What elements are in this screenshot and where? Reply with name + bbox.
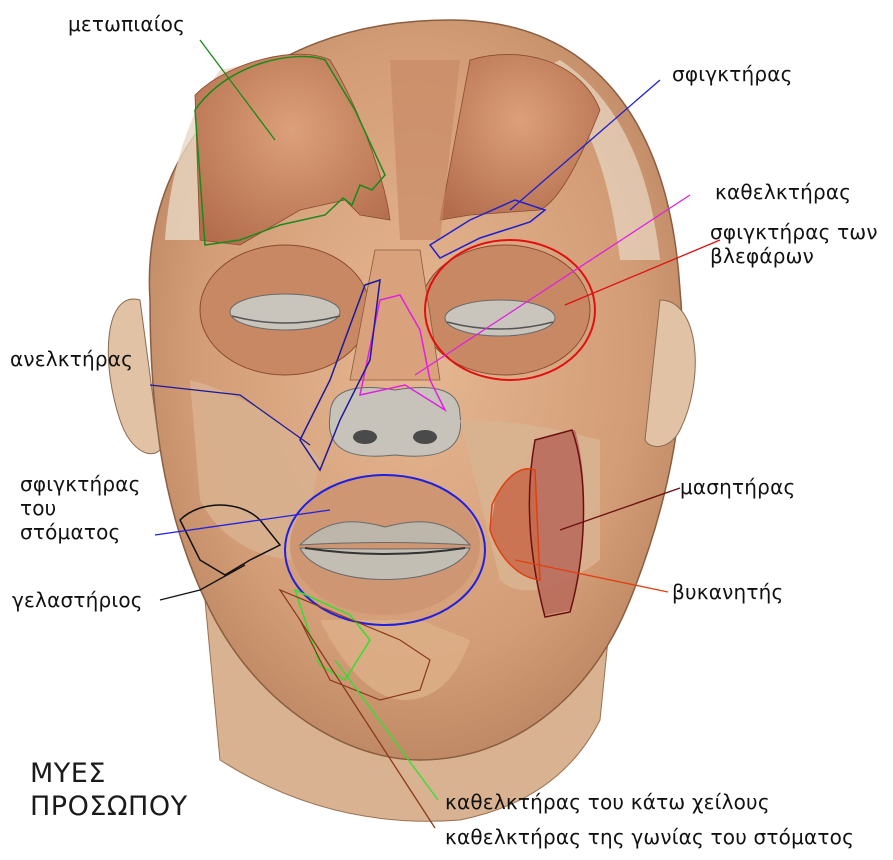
left-eyelid [230,294,340,330]
label-levator: ανελκτήρας [10,347,133,371]
label-mouth-line2: του [20,496,141,520]
label-mouth-line1: σφιγκτήρας [20,472,141,496]
title-line2: ΠΡΟΣΩΠΟΥ [30,790,188,823]
left-nostril [353,430,377,444]
label-sphincter-top: σφιγκτήρας [672,62,793,86]
label-mouth-sphincter: σφιγκτήρας του στόματος [20,472,141,544]
label-depressor: καθελκτήρας [715,180,851,204]
diagram-title: ΜΥΕΣ ΠΡΟΣΩΠΟΥ [30,757,188,823]
label-eyelid-line2: βλεφάρων [710,244,878,268]
right-nostril [413,430,437,444]
label-mouth-angle-depressor: καθελκτήρας της γωνίας του στόματος [445,825,854,849]
label-lower-lip-depressor: καθελκτήρας του κάτω χείλους [445,790,770,814]
label-frontalis: μετωπιαίος [68,12,185,36]
label-mouth-line3: στόματος [20,520,141,544]
right-eyelid [445,300,555,336]
nose-tip [329,388,460,457]
label-buccinator: βυκανητής [672,580,783,604]
label-eyelid-line1: σφιγκτήρας των [710,220,878,244]
label-risorius: γελαστήριος [12,588,143,612]
title-line1: ΜΥΕΣ [30,757,188,790]
label-eyelid-sphincter: σφιγκτήρας των βλεφάρων [710,220,878,268]
label-masseter: μασητήρας [680,475,795,499]
orbicularis-oris [290,475,480,615]
